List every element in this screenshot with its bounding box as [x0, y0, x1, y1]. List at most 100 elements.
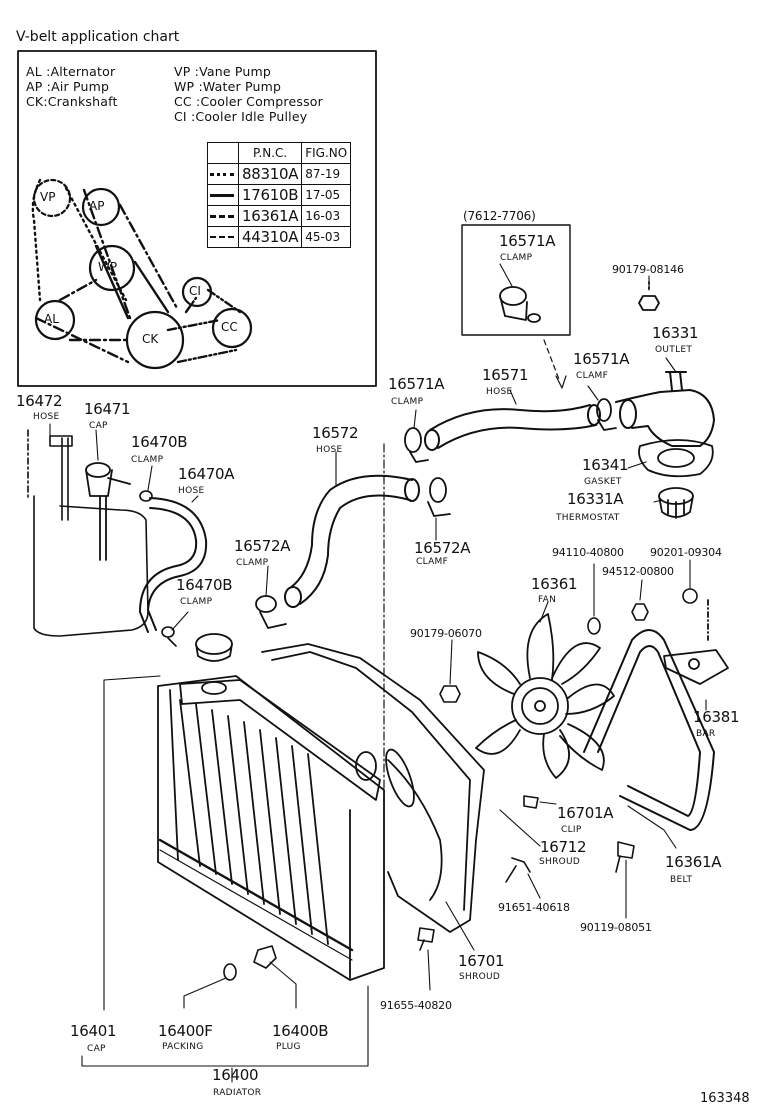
legend-water-pump: WP :Water Pump — [174, 79, 282, 94]
line-swatch-dash-double-dot — [210, 236, 234, 238]
washer-90201-09304 — [682, 588, 698, 604]
reservoir-cap-16471 — [85, 462, 131, 561]
legend-air-pump: AP :Air Pump — [26, 79, 110, 94]
line-swatch-solid — [210, 193, 234, 197]
pulley-cc — [211, 307, 253, 349]
part-caption-thermostat: THERMOSTAT — [556, 513, 620, 523]
fig-value: 17-05 — [301, 184, 352, 206]
pulley-vp — [32, 178, 72, 218]
clamp-16470B — [139, 490, 177, 647]
line-swatch-dotted — [210, 172, 234, 176]
part-caption-clamp: CLAMP — [500, 253, 533, 263]
part-caption-clip: CLIP — [561, 825, 582, 835]
part-number-16401: 16401 — [70, 1022, 117, 1040]
part-caption-hose: HOSE — [178, 486, 205, 496]
part-caption-belt: BELT — [670, 875, 693, 885]
pulley-label-vp: VP — [40, 190, 56, 204]
bolt-94110-40800 — [587, 617, 601, 635]
part-number-16572A: 16572A — [414, 539, 471, 557]
part-number-90179-08146: 90179-08146 — [612, 263, 684, 276]
part-caption-packing: PACKING — [162, 1042, 204, 1052]
part-number-16331A: 16331A — [567, 490, 624, 508]
v-belt-chart-frame — [17, 50, 377, 387]
part-number-16701A: 16701A — [557, 804, 614, 822]
legend-vane-pump: VP :Vane Pump — [174, 64, 272, 79]
part-caption-clamp: CLAMP — [131, 455, 164, 465]
fig-header: FIG.NO — [301, 142, 352, 164]
part-caption-radiator: RADIATOR — [213, 1088, 262, 1098]
part-number-94512-00800: 94512-00800 — [602, 565, 674, 578]
part-number-16400: 16400 — [212, 1066, 259, 1084]
part-number-90119-08051: 90119-08051 — [580, 921, 652, 934]
pnc-table: P.N.C. FIG.NO 88310A 87-19 17610B 17-05 … — [207, 142, 352, 248]
pnc-value: 88310A — [237, 163, 303, 185]
screw-91655-40820 — [417, 927, 435, 951]
fig-value: 16-03 — [301, 205, 352, 227]
part-number-16572A: 16572A — [234, 537, 291, 555]
part-number-16381: 16381 — [693, 708, 740, 726]
clip-16701A — [523, 795, 539, 809]
part-number-16400F: 16400F — [158, 1022, 213, 1040]
pnc-value: 17610B — [237, 184, 303, 206]
part-number-90201-09304: 90201-09304 — [650, 546, 722, 559]
legend-cooler-compressor: CC :Cooler Compressor — [174, 94, 323, 109]
part-number-16571A: 16571A — [573, 350, 630, 368]
part-caption-clamp: CLAMF — [576, 371, 609, 381]
pulley-label-al: AL — [44, 312, 59, 326]
radiator-cap-16401 — [195, 633, 233, 662]
part-number-16571A: 16571A — [499, 232, 556, 250]
part-caption-gasket: GASKET — [584, 477, 622, 487]
part-caption-clamp: CLAMP — [236, 558, 269, 568]
pnc-header: P.N.C. — [237, 142, 303, 164]
part-caption-plug: PLUG — [276, 1042, 301, 1052]
part-number-16571A: 16571A — [388, 375, 445, 393]
part-caption-hose: HOSE — [316, 445, 343, 455]
v-belt-chart-title: V-belt application chart — [16, 29, 180, 45]
part-number-16361: 16361 — [531, 575, 578, 593]
fan-shroud-16701 — [261, 643, 485, 933]
figure-id: 163348 — [700, 1091, 750, 1106]
fasteners — [223, 588, 698, 981]
legend-crankshaft: CK:Crankshaft — [26, 94, 118, 109]
part-caption-cap: CAP — [87, 1044, 106, 1054]
nut-90179-06070 — [439, 685, 461, 703]
part-number-16470A: 16470A — [178, 465, 235, 483]
pulley-label-wp: WP — [98, 260, 118, 274]
clamps-16571A — [404, 398, 617, 463]
date-range-label: (7612-7706) — [463, 209, 536, 223]
part-caption-cap: CAP — [89, 421, 108, 431]
nut-94512-00800 — [631, 603, 649, 621]
part-number-16701: 16701 — [458, 952, 505, 970]
part-number-94110-40800: 94110-40800 — [552, 546, 624, 559]
part-number-16472: 16472 — [16, 392, 63, 410]
line-swatch-dash-dot — [210, 214, 234, 218]
part-number-16400B: 16400B — [272, 1022, 329, 1040]
cooling-fan-16361 — [475, 613, 615, 779]
part-caption-shroud: SHROUD — [459, 972, 501, 982]
part-caption-fan: FAN — [538, 595, 557, 605]
lower-hose-16572 — [284, 474, 420, 608]
bolt-90119-08051 — [615, 841, 635, 873]
legend-alternator: AL :Alternator — [26, 64, 116, 79]
water-outlet-16331 — [615, 371, 715, 447]
part-number-91655-40820: 91655-40820 — [380, 999, 452, 1012]
fig-value: 45-03 — [301, 226, 352, 248]
part-caption-hose: HOSE — [486, 387, 513, 397]
part-number-16470B: 16470B — [176, 576, 233, 594]
part-number-16572: 16572 — [312, 424, 359, 442]
thermostat-16331A — [658, 487, 694, 519]
pulley-ci — [181, 276, 213, 308]
part-caption-bar: BAR — [696, 729, 716, 739]
radiator-core-16400 — [157, 675, 385, 981]
part-number-16571: 16571 — [482, 366, 529, 384]
packing-16400F — [223, 963, 237, 981]
part-number-16712: 16712 — [540, 838, 587, 856]
pnc-value: 44310A — [237, 226, 303, 248]
part-number-16471: 16471 — [84, 400, 131, 418]
part-number-16361A: 16361A — [665, 853, 722, 871]
pulley-label-cc: CC — [221, 320, 238, 334]
v-belt-16361A — [583, 629, 715, 831]
overflow-hose-16470A — [139, 497, 208, 633]
part-number-16470B: 16470B — [131, 433, 188, 451]
